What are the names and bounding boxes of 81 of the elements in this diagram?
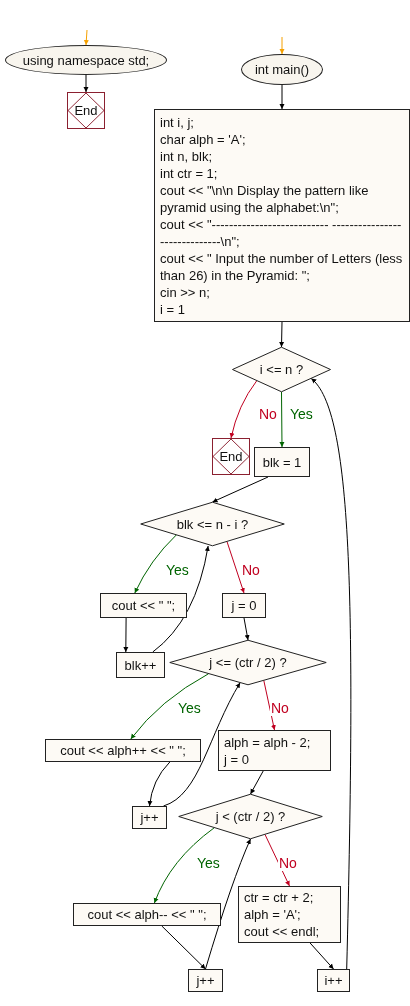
decision-diamond <box>178 794 323 839</box>
process-box <box>154 109 410 322</box>
condition-text: j < (ctr / 2) ? <box>215 808 286 825</box>
code-statement: blk++ <box>124 656 157 674</box>
decision-diamond <box>140 502 285 546</box>
code-statement: blk = 1 <box>262 453 302 471</box>
arrow <box>161 925 206 970</box>
end-terminator <box>212 438 250 475</box>
code-statement: cout << " "; <box>111 597 176 614</box>
process-box <box>238 886 341 943</box>
code-statement: cout << alph-- << " "; <box>87 906 207 923</box>
code-statement: cin >> n; <box>160 283 210 301</box>
process-box <box>188 969 223 992</box>
edge-label: Yes <box>289 406 314 422</box>
code-statement: cout << endl; <box>244 923 320 940</box>
code-statement: cout << " Input the number of Letters (less than 26) in the Pyramid: "; <box>160 249 404 284</box>
arrow <box>243 617 250 641</box>
terminal-text: int main() <box>254 61 310 78</box>
code-statement: ctr = ctr + 2; <box>244 889 314 906</box>
arrow <box>152 545 210 653</box>
condition-text: i <= n ? <box>259 361 304 378</box>
code-statement: j++ <box>196 972 215 989</box>
edge-label: Yes <box>177 700 202 716</box>
code-statement: cout << "\n\n Display the pattern like pyramid using the alphabet:\n"; <box>160 181 370 216</box>
condition-text: blk <= n - i ? <box>176 515 249 533</box>
edge-label: No <box>270 700 290 716</box>
terminal-text: End <box>219 448 243 465</box>
arrow <box>310 378 352 970</box>
process-box <box>218 730 331 771</box>
terminal-text: End <box>74 102 98 119</box>
arrow <box>279 321 285 348</box>
edge-label: No <box>258 406 278 422</box>
decision-diamond <box>232 347 331 392</box>
code-statement: int n, blk; <box>160 147 213 165</box>
process-box <box>222 593 266 618</box>
code-statement: j++ <box>140 809 159 826</box>
edge-label: No <box>241 562 261 578</box>
process-box <box>254 447 310 477</box>
arrow <box>279 391 285 448</box>
process-box <box>45 739 201 762</box>
process-box <box>100 593 187 618</box>
process-box <box>116 652 165 678</box>
arrow <box>279 36 285 55</box>
code-statement: cout << "--------------------------- ------------------------------\n"; <box>160 215 403 250</box>
code-statement: char alph = 'A'; <box>160 130 246 148</box>
arrow <box>163 682 241 807</box>
arrow <box>263 680 276 731</box>
code-statement: j = 0 <box>231 597 257 614</box>
arrow <box>153 827 215 904</box>
code-statement: cout << alph++ << " "; <box>60 742 186 759</box>
code-statement: alph = 'A'; <box>244 906 301 923</box>
code-statement: i++ <box>324 972 343 989</box>
arrow <box>83 29 89 46</box>
arrow <box>123 617 129 653</box>
code-statement: j = 0 <box>224 750 249 768</box>
terminal-text: using namespace std; <box>22 51 150 69</box>
end-terminator <box>67 92 105 129</box>
process-box <box>73 903 221 926</box>
arrow <box>250 770 264 795</box>
process-box <box>317 969 350 992</box>
edge-label: Yes <box>196 855 221 871</box>
condition-text: j <= (ctr / 2) ? <box>209 654 287 671</box>
arrow <box>229 380 258 439</box>
code-statement: int i, j; <box>160 113 194 131</box>
arrow <box>226 541 245 594</box>
edge-label: Yes <box>165 562 190 578</box>
edge-label: No <box>278 855 298 871</box>
arrow <box>212 476 269 503</box>
code-statement: i = 1 <box>160 300 185 318</box>
code-statement: int ctr = 1; <box>160 164 218 182</box>
arrow <box>83 74 89 93</box>
arrow <box>279 84 285 110</box>
arrow <box>264 834 290 887</box>
arrow <box>147 761 171 807</box>
process-box <box>132 806 167 829</box>
arrow <box>205 838 251 970</box>
code-statement: alph = alph - 2; <box>224 733 311 751</box>
arrow <box>130 673 209 740</box>
arrow <box>134 534 177 594</box>
decision-diamond <box>169 640 327 685</box>
arrow <box>309 942 334 970</box>
